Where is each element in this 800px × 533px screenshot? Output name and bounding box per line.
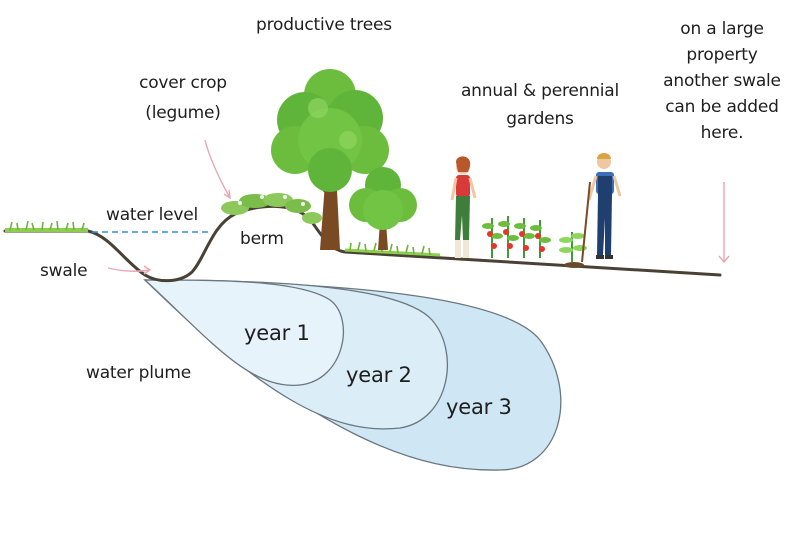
label-water-level: water level: [106, 205, 199, 225]
label-large-property-line3: another swale: [663, 71, 781, 91]
label-annual-line1: annual & perennial: [460, 81, 620, 101]
label-swale: swale: [40, 261, 88, 281]
label-year-2: year 2: [346, 363, 412, 387]
label-large-property-line5: here.: [700, 123, 744, 143]
label-large-property-line4: can be added: [665, 97, 779, 117]
young-plant: [559, 232, 587, 268]
label-cover-crop-line2: (legume): [145, 103, 221, 123]
label-large-property: on a large property another swale can be…: [652, 16, 792, 146]
swale-arrow: [107, 267, 151, 273]
label-cover-crop: cover crop (legume): [128, 72, 238, 124]
grass: [5, 220, 441, 257]
label-annual-gardens: annual & perennial gardens: [450, 80, 630, 130]
label-large-property-line2: property: [686, 45, 758, 65]
woman-figure: [450, 156, 477, 258]
man-figure: [581, 153, 622, 263]
plume-year-1: [143, 279, 344, 386]
annotation-arrows: [107, 139, 730, 275]
cover-crop-plants: [221, 193, 322, 224]
water-plumes: [143, 279, 562, 471]
label-berm: berm: [240, 229, 284, 249]
label-annual-line2: gardens: [506, 109, 574, 129]
productive-tree-small: [349, 167, 417, 250]
cover-crop-arrow: [204, 139, 231, 199]
ground-line: [3, 204, 722, 283]
label-water-plume: water plume: [86, 363, 191, 383]
label-productive-trees: productive trees: [256, 15, 392, 35]
label-year-3: year 3: [446, 395, 512, 419]
label-cover-crop-line1: cover crop: [139, 73, 227, 93]
productive-tree-large: [271, 69, 389, 250]
label-large-property-line1: on a large: [680, 19, 764, 39]
label-year-1: year 1: [244, 321, 310, 345]
tomato-plants: [482, 216, 551, 258]
